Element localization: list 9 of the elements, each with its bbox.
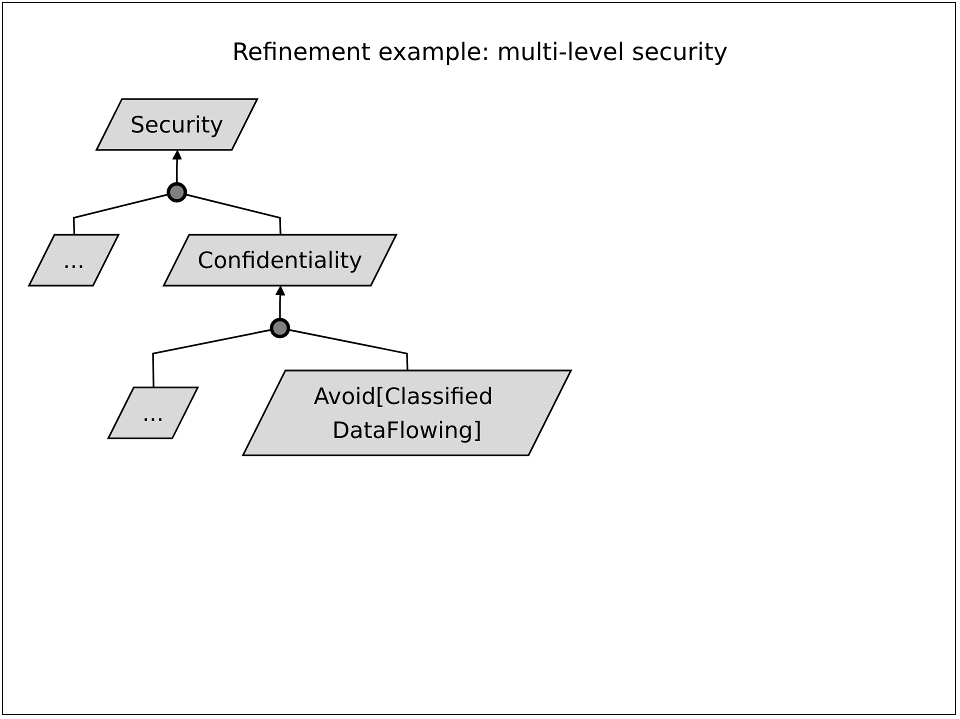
arrow	[172, 150, 182, 184]
arrow	[275, 286, 286, 320]
connector	[184, 194, 282, 236]
node-circle	[166, 182, 188, 203]
node-circle	[270, 318, 290, 338]
connector	[72, 194, 169, 236]
diagram-title: Refinement example: multi-level security	[231, 38, 729, 66]
connector	[288, 328, 408, 372]
connector	[152, 328, 272, 388]
